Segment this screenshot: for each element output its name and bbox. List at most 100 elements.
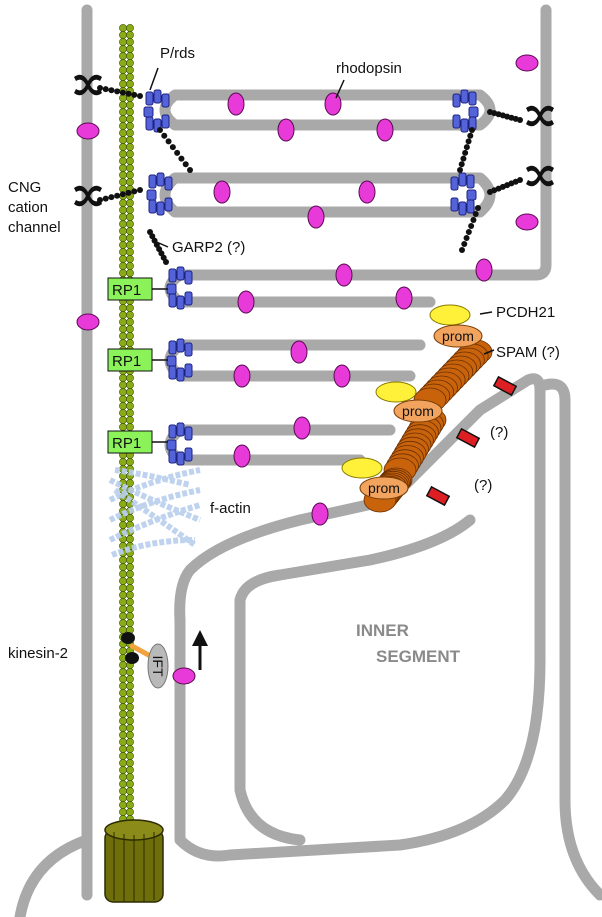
axoneme-bead <box>119 150 127 158</box>
axoneme-bead <box>126 577 134 585</box>
inner-segment-label-line-1: INNER <box>356 621 409 640</box>
garp2-bead <box>119 191 126 198</box>
axoneme-bead <box>119 101 127 109</box>
axoneme-bead <box>126 213 134 221</box>
ciliary-membrane <box>174 373 546 862</box>
axoneme-bead <box>119 710 127 718</box>
axoneme-bead <box>119 661 127 669</box>
garp2-bead <box>458 161 465 168</box>
axoneme-bead <box>119 521 127 529</box>
axoneme <box>119 24 134 830</box>
axoneme-bead <box>126 255 134 263</box>
garp2-bead <box>131 91 138 98</box>
axoneme-bead <box>126 311 134 319</box>
axoneme-bead <box>126 801 134 809</box>
axoneme-bead <box>119 115 127 123</box>
garp2-bead <box>463 235 470 241</box>
axoneme-bead <box>119 556 127 564</box>
disc-2 <box>159 172 496 218</box>
axoneme-bead <box>119 206 127 214</box>
rp1-boxes: RP1 RP1 RP1 <box>107 277 168 454</box>
axoneme-bead <box>126 591 134 599</box>
axoneme-bead <box>119 262 127 270</box>
axoneme-bead <box>126 178 134 186</box>
axoneme-bead <box>126 766 134 774</box>
axoneme-bead <box>119 157 127 165</box>
prom-label-2: prom <box>402 403 434 419</box>
axoneme-bead <box>126 143 134 151</box>
prom-label-1: prom <box>442 328 474 344</box>
axoneme-bead <box>126 24 134 32</box>
axoneme-bead <box>119 780 127 788</box>
axoneme-bead <box>126 269 134 277</box>
axoneme-bead <box>126 612 134 620</box>
axoneme-bead <box>119 73 127 81</box>
axoneme-bead <box>126 339 134 347</box>
axoneme-bead <box>119 374 127 382</box>
axoneme-bead <box>119 409 127 417</box>
inner-segment-label-line-2: SEGMENT <box>376 647 461 666</box>
disc-5 <box>164 424 396 466</box>
prom-molecules: prom prom prom <box>359 324 483 500</box>
garp2-bead <box>137 93 143 99</box>
garp2-bead <box>468 223 475 229</box>
axoneme-bead <box>126 703 134 711</box>
axoneme-bead <box>126 808 134 816</box>
garp2-bead <box>125 90 132 97</box>
axoneme-bead <box>119 213 127 221</box>
axoneme-bead <box>126 150 134 158</box>
axoneme-bead <box>119 381 127 389</box>
axoneme-bead <box>119 458 127 466</box>
garp2-bead <box>163 259 169 265</box>
axoneme-bead <box>126 129 134 137</box>
axoneme-bead <box>126 787 134 795</box>
axoneme-bead <box>119 66 127 74</box>
axoneme-bead <box>119 178 127 186</box>
axoneme-bead <box>119 31 127 39</box>
garp2-bead <box>102 195 109 202</box>
axoneme-bead <box>119 269 127 277</box>
garp2-bead <box>461 241 468 247</box>
axoneme-bead <box>126 241 134 249</box>
garp2-bead <box>131 188 138 195</box>
axoneme-bead <box>126 234 134 242</box>
unknown-label-2: (?) <box>474 477 492 494</box>
kinesin-2-motor: IFT <box>121 632 169 689</box>
pcdh21-molecules <box>341 304 471 479</box>
garp2-bead <box>178 155 185 162</box>
garp2-bead <box>125 189 132 196</box>
prom-label-3: prom <box>368 480 400 496</box>
axoneme-bead <box>119 255 127 263</box>
garp2-bead <box>459 247 465 253</box>
axoneme-bead <box>126 794 134 802</box>
garp2-bead <box>161 132 168 139</box>
f-actin-bundle <box>108 467 202 558</box>
axoneme-bead <box>126 752 134 760</box>
axoneme-bead <box>126 745 134 753</box>
axoneme-bead <box>119 612 127 620</box>
axoneme-bead <box>119 52 127 60</box>
axoneme-bead <box>119 227 127 235</box>
garp2-bead <box>114 192 121 199</box>
axoneme-bead <box>119 682 127 690</box>
axoneme-bead <box>119 689 127 697</box>
axoneme-bead <box>126 738 134 746</box>
axoneme-bead <box>119 143 127 151</box>
axoneme-bead <box>126 164 134 172</box>
axoneme-bead <box>126 108 134 116</box>
axoneme-bead <box>126 122 134 130</box>
garp2-bead <box>108 194 115 201</box>
axoneme-bead <box>119 164 127 172</box>
axoneme-bead <box>119 675 127 683</box>
axoneme-bead <box>126 101 134 109</box>
rp1-label-2: RP1 <box>112 353 141 370</box>
garp2-bead <box>119 89 126 96</box>
garp2-bead <box>108 87 115 94</box>
axoneme-bead <box>126 206 134 214</box>
axoneme-bead <box>119 724 127 732</box>
axoneme-bead <box>119 171 127 179</box>
axoneme-bead <box>119 500 127 508</box>
axoneme-bead <box>126 220 134 228</box>
axoneme-bead <box>126 52 134 60</box>
axoneme-bead <box>119 577 127 585</box>
